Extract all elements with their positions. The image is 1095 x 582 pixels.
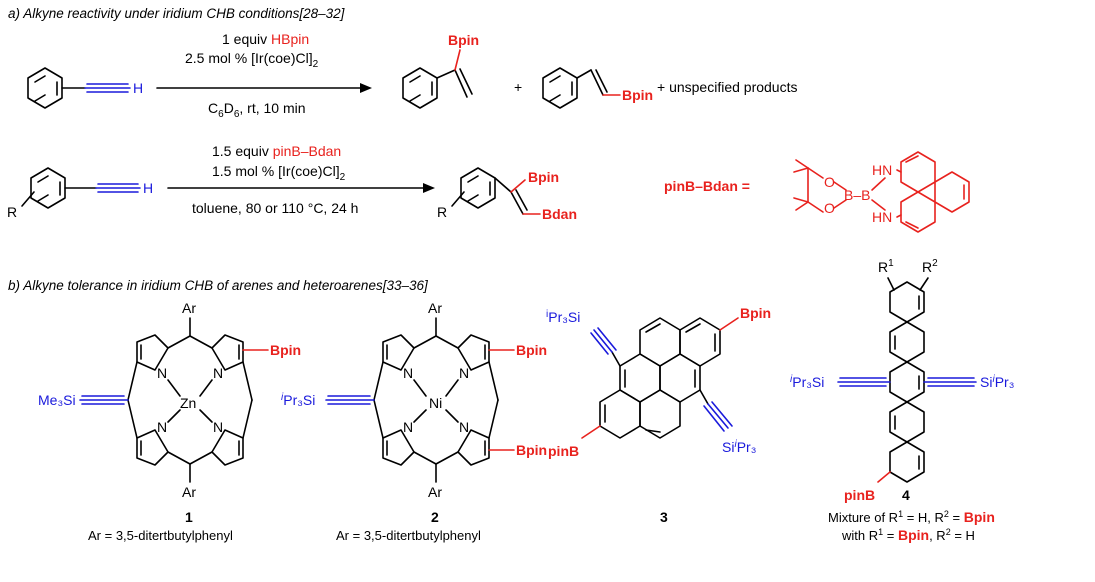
dan-nh2: HN: [872, 209, 892, 225]
product-diboryl-alkene: R Bpin Bdan: [437, 167, 577, 222]
compound-4-acene: R1 R2 pinB iPr₃Si SiiPr₃ 4 Mixture of R1…: [790, 258, 1014, 543]
product-bdan: Bdan: [542, 206, 577, 222]
substituted-phenylacetylene: R H: [7, 167, 153, 220]
c1-silyl: Me₃Si: [38, 392, 76, 408]
c4-caption-line1: Mixture of R1 = H, R2 = Bpin: [828, 509, 995, 525]
c1-ar-top: Ar: [182, 300, 196, 316]
product-bpin: Bpin: [528, 169, 559, 185]
rxn1-conditions: C6D6, rt, 10 min: [208, 100, 306, 120]
c3-silyl-top: iPr₃Si: [546, 309, 580, 325]
rxn1-reagent: 1 equiv HBpin: [222, 31, 309, 47]
c1-n1: N: [157, 365, 167, 381]
compound-1-zn-porphyrin: Ar Bpin Ar N N N N Zn: [38, 300, 301, 543]
c1-n2: N: [213, 365, 223, 381]
alkyne-h-label: H: [133, 80, 143, 96]
c2-n1: N: [403, 365, 413, 381]
c2-ar-bottom: Ar: [428, 484, 442, 500]
c4-silyl-left: iPr₃Si: [790, 374, 824, 390]
unspecified-products: + unspecified products: [657, 79, 797, 95]
c3-pinb: pinB: [548, 443, 579, 459]
rxn2-r-label: R: [7, 204, 17, 220]
c1-n4: N: [213, 419, 223, 435]
c1-bpin: Bpin: [270, 342, 301, 358]
c1-zn: Zn: [180, 395, 196, 411]
c2-n2: N: [459, 365, 469, 381]
product-1-alpha-vinylboronate: Bpin: [402, 32, 479, 109]
c2-silyl: iPr₃Si: [281, 392, 315, 408]
c2-bpin-bottom: Bpin: [516, 442, 547, 458]
c4-pinb: pinB: [844, 487, 875, 503]
c4-silyl-right: SiiPr₃: [980, 374, 1014, 390]
c1-n3: N: [157, 419, 167, 435]
c2-n3: N: [403, 419, 413, 435]
rxn2-catalyst: 1.5 mol % [Ir(coe)Cl]2: [212, 163, 346, 183]
product1-bpin: Bpin: [448, 32, 479, 48]
section-b-heading: b) Alkyne tolerance in iridium CHB of ar…: [8, 278, 429, 293]
rxn2-reagent: 1.5 equiv pinB–Bdan: [212, 143, 341, 159]
rxn2-h-label: H: [143, 180, 153, 196]
c1-ar-bottom: Ar: [182, 484, 196, 500]
dan-nh1: HN: [872, 162, 892, 178]
c3-silyl-bottom: SiiPr₃: [722, 439, 756, 455]
section-a-heading: a) Alkyne reactivity under iridium CHB c…: [8, 6, 346, 21]
product-2-trans-vinylboronate: Bpin: [542, 67, 653, 109]
pinb-bdan-structure: O O B–B HN HN: [793, 151, 970, 233]
plus-sign: +: [514, 79, 522, 95]
c4-r1: R1: [878, 258, 894, 275]
c2-number: 2: [431, 509, 439, 525]
c2-ni: Ni: [429, 395, 442, 411]
pinb-bdan-definition: pinB–Bdan =: [664, 178, 750, 194]
c2-caption: Ar = 3,5-ditertbutylphenyl: [336, 528, 481, 543]
c2-ar-top: Ar: [428, 300, 442, 316]
c1-caption: Ar = 3,5-ditertbutylphenyl: [88, 528, 233, 543]
pin-o2: O: [824, 200, 835, 216]
reaction-1-arrow: [156, 83, 372, 93]
c3-number: 3: [660, 509, 668, 525]
rxn2-conditions: toluene, 80 or 110 °C, 24 h: [192, 200, 358, 216]
product2-bpin: Bpin: [622, 87, 653, 103]
c1-number: 1: [185, 509, 193, 525]
compound-2-ni-porphyrin: Ar Bpin Bpin Ar N N N N Ni iP: [281, 300, 547, 543]
c4-caption-line2: with R1 = Bpin, R2 = H: [841, 527, 975, 543]
b-b-label: B–B: [844, 187, 870, 203]
c2-n4: N: [459, 419, 469, 435]
product-r-label: R: [437, 204, 447, 220]
c2-bpin-top: Bpin: [516, 342, 547, 358]
phenylacetylene-1: H: [27, 67, 143, 109]
compound-3-polyarene: Bpin pinB iPr₃Si SiiPr₃ 3: [546, 305, 771, 525]
c3-bpin: Bpin: [740, 305, 771, 321]
pin-o1: O: [824, 174, 835, 190]
reaction-2-arrow: [167, 183, 435, 193]
c4-r2: R2: [922, 258, 938, 275]
rxn1-catalyst: 2.5 mol % [Ir(coe)Cl]2: [185, 50, 319, 70]
c4-number: 4: [902, 487, 910, 503]
